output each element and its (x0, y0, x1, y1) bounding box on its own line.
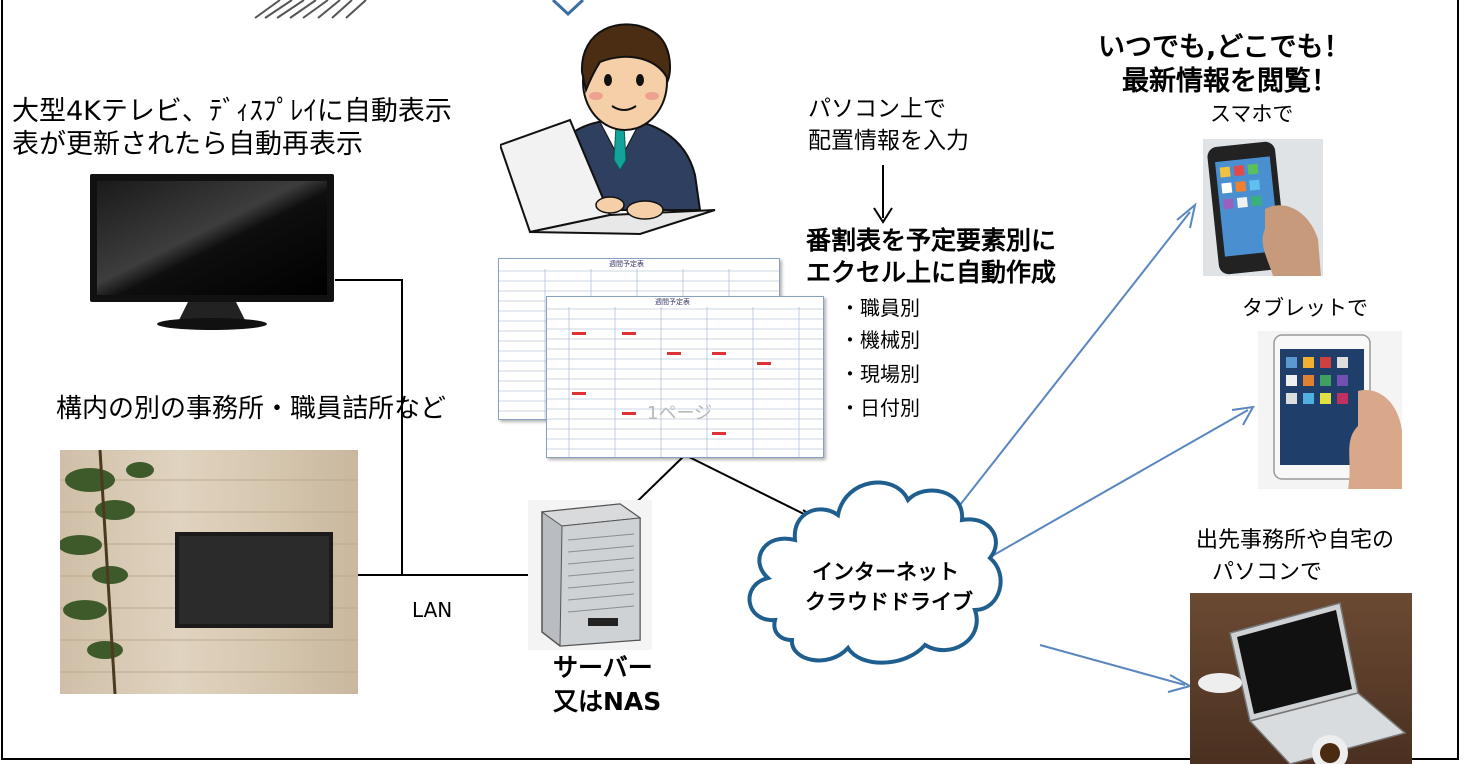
schedule-item-machine: ・機械別 (840, 328, 920, 352)
pc-input-line1: パソコン上で (808, 96, 946, 122)
top-decoration (254, 0, 585, 19)
schedule-title-line2: エクセル上に自動作成 (806, 258, 1057, 287)
remote-pc-label-line1: 出先事務所や自宅の (1196, 528, 1395, 553)
tv-caption-line1: 大型4Kテレビ、ﾃﾞｨｽﾌﾟﾚｲに自動表示 (12, 96, 452, 127)
cloud-label-line2: クラウドドライブ (805, 590, 973, 614)
tv-caption-line2: 表が更新されたら自動再表示 (12, 129, 363, 160)
schedule-title-line1: 番割表を予定要素別に (806, 226, 1057, 255)
sheet-front-title: 週間予定表 (655, 298, 690, 306)
wall-tv-image (60, 450, 358, 694)
schedule-item-staff: ・職員別 (840, 296, 920, 320)
office-caption: 構内の別の事務所・職員詰所など (56, 394, 447, 424)
pc-input-line2: 配置情報を入力 (808, 128, 969, 154)
cloud-to-devices-arrows (959, 202, 1255, 693)
sheet-back-title: 週間予定表 (609, 260, 644, 268)
spreadsheet-front: 週間予定表 1ページ (546, 296, 824, 458)
tablet-image (1258, 331, 1402, 489)
input-arrow (873, 165, 893, 224)
anytime-heading-line2: 最新情報を閲覧！ (1122, 66, 1338, 97)
sheet-page-watermark: 1ページ (647, 403, 713, 424)
server-label-line1: サーバー (553, 653, 653, 682)
schedule-item-site: ・現場別 (840, 362, 920, 386)
smartphone-label: スマホで (1210, 102, 1294, 126)
cloud-shape (747, 480, 1003, 665)
person-with-laptop-illustration (500, 10, 732, 238)
laptop-on-desk-image (1190, 593, 1412, 764)
server-label-line2: 又はNAS (553, 687, 662, 716)
cloud-label-line1: インターネット (812, 560, 959, 584)
smartphone-image (1203, 139, 1323, 276)
schedule-item-date: ・日付別 (840, 396, 920, 420)
nas-server-image (528, 500, 652, 650)
tv-image (88, 172, 336, 334)
anytime-heading-line1: いつでも,どこでも！ (1098, 32, 1351, 63)
lan-label: LAN (412, 598, 453, 622)
remote-pc-label-line2: パソコンで (1212, 560, 1323, 585)
tablet-label: タブレットで (1242, 296, 1368, 320)
lan-wiring (328, 279, 528, 576)
